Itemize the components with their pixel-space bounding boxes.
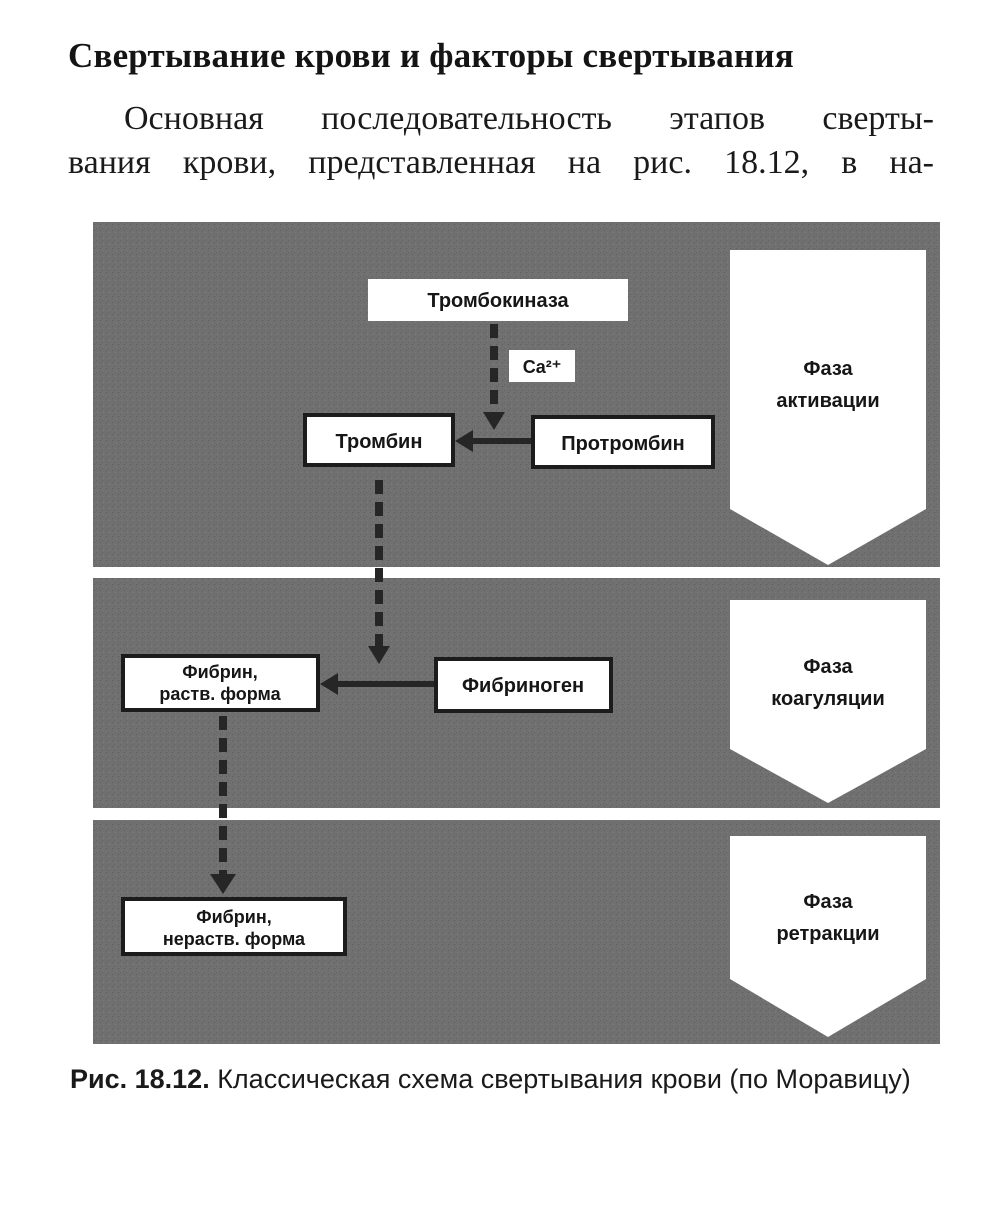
- phase-activation-label-2: активации: [776, 390, 879, 412]
- coagulation-diagram: Фаза активации Фаза коагуляции Фаза ретр…: [93, 222, 940, 1044]
- fibrin-insoluble-label-1: Фибрин,: [196, 907, 271, 927]
- thrombokinase-label: Тромбокиназа: [427, 290, 569, 312]
- fibrin-insoluble-label-2: нераств. форма: [163, 929, 306, 949]
- figure-caption: Рис. 18.12. Классическая схема свертыван…: [70, 1060, 950, 1099]
- arrowhead-thrombin-fibrin: [368, 646, 390, 664]
- phase-coagulation-label-2: коагуляции: [771, 688, 885, 710]
- paragraph-line-1: Основная последовательность этапов сверт…: [124, 100, 934, 137]
- arrowhead-fibrin-soluble-insoluble: [210, 874, 236, 894]
- diagram-svg: Фаза активации Фаза коагуляции Фаза ретр…: [93, 222, 940, 1044]
- calcium-label: Ca²⁺: [523, 357, 562, 377]
- arrowhead-thrombokinase-thrombin: [483, 412, 505, 430]
- phase-retraction-arrow: [730, 836, 926, 1037]
- fibrin-soluble-box: [121, 654, 320, 712]
- paragraph-line-2: вания крови, представленная на рис. 18.1…: [68, 144, 934, 181]
- caption-number: Рис. 18.12.: [70, 1064, 210, 1094]
- prothrombin-box: [531, 415, 715, 469]
- prothrombin-label: Протромбин: [561, 433, 685, 455]
- phase-activation-label-1: Фаза: [803, 358, 853, 380]
- fibrin-insoluble-box: [121, 897, 347, 956]
- calcium-box: [509, 350, 575, 382]
- fibrinogen-box: [434, 657, 613, 713]
- fibrin-soluble-label-2: раств. форма: [159, 684, 281, 704]
- caption-text: Классическая схема свертывания крови (по…: [209, 1064, 911, 1094]
- section-heading: Свертывание крови и факторы свертывания: [68, 36, 794, 75]
- phase-retraction-label-2: ретракции: [776, 923, 879, 945]
- phase-activation-arrow: [730, 250, 926, 565]
- arrowhead-prothrombin-thrombin: [455, 430, 473, 452]
- phase-retraction-label-1: Фаза: [803, 891, 853, 913]
- fibrin-soluble-label-1: Фибрин,: [182, 662, 257, 682]
- phase-coagulation-label-1: Фаза: [803, 656, 853, 678]
- thrombin-label: Тромбин: [336, 431, 423, 453]
- phase-coagulation-arrow: [730, 600, 926, 803]
- thrombin-box: [303, 413, 455, 467]
- arrowhead-fibrinogen-fibrin: [320, 673, 338, 695]
- fibrinogen-label: Фибриноген: [462, 675, 584, 697]
- thrombokinase-box: [368, 279, 628, 321]
